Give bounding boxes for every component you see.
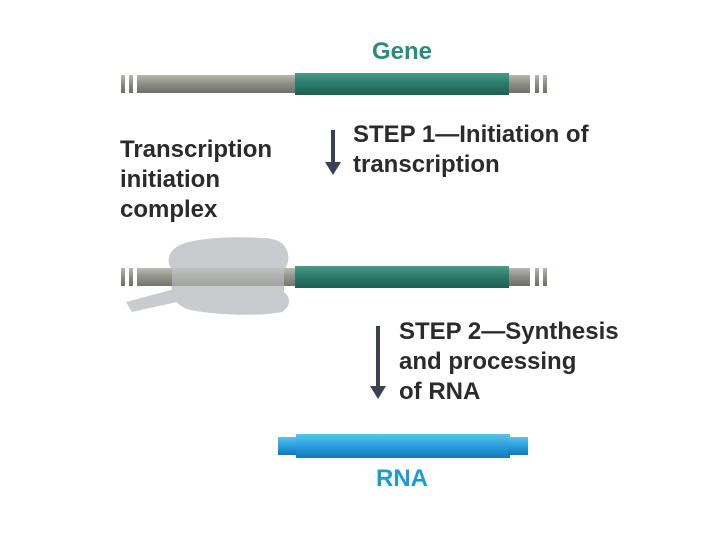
dna-strand-top [121,73,547,95]
step1-arrow [325,130,341,175]
step2-label-line: of RNA [399,378,481,405]
gene-label: Gene [372,38,433,65]
step2-arrow [370,326,386,399]
step1-label: STEP 1—Initiation of transcription [353,120,589,180]
step2-label: STEP 2—Synthesis and processing of RNA [399,317,619,407]
rna-strand [278,434,528,458]
complex-label-line: complex [120,196,218,223]
initiation-complex-overlay [172,266,284,290]
complex-label-line: initiation [120,166,220,193]
complex-label: Transcription initiation complex [120,135,272,225]
step1-label-line: STEP 1—Initiation of [353,121,589,148]
dna-dash [129,268,133,286]
rna-end-right [508,437,528,455]
step1-label-line: transcription [353,151,500,178]
dna-segment-right [509,268,530,286]
rna-body [296,434,510,458]
rna-label: RNA [376,465,428,492]
dna-dash [129,75,133,93]
step2-label-line: STEP 2—Synthesis [399,318,619,345]
complex-label-line: Transcription [120,136,273,163]
dna-dash [535,268,539,286]
dna-dash [543,75,547,93]
dna-dash [535,75,539,93]
rna-end-left [278,437,298,455]
gene-segment [295,73,509,95]
gene-segment [295,266,509,288]
dna-dash [121,268,125,286]
step2-label-line: and processing [399,348,577,375]
dna-segment-left [137,75,296,93]
dna-dash [543,268,547,286]
dna-dash [121,75,125,93]
dna-segment-right [509,75,530,93]
